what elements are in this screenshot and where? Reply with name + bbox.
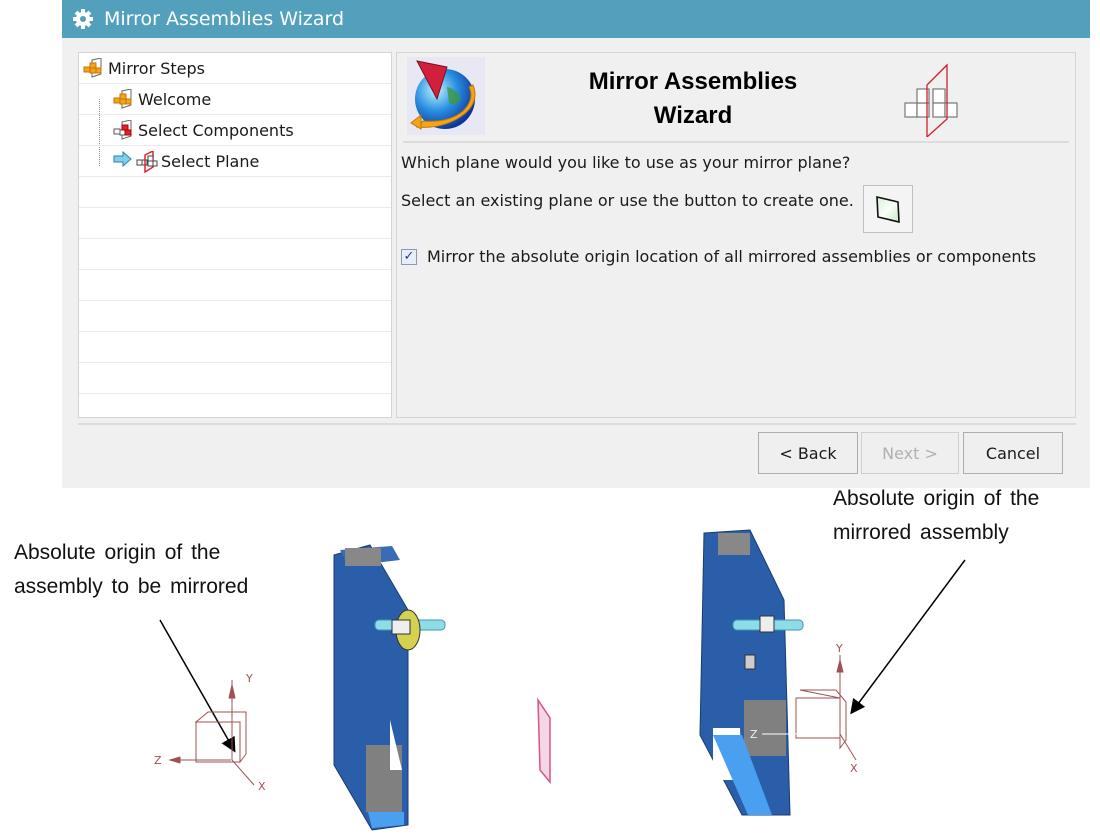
tree-item-select-plane[interactable]: Select Plane [79,146,391,177]
svg-text:Y: Y [835,642,843,655]
mirror-assembly-icon [113,89,135,109]
footer-divider [78,423,1076,425]
wizard-header-title: Mirror Assemblies Wizard [553,65,833,133]
wizard-main-panel: Mirror Assemblies Wizard Which plane wou… [396,52,1076,418]
tree-item-label: Select Components [138,120,294,140]
create-plane-button[interactable] [863,185,913,233]
tree-root-mirror-steps[interactable]: Mirror Steps [79,53,391,84]
tree-empty-row [79,363,391,394]
origin-triad-right [762,655,857,761]
tree-empty-row [79,332,391,363]
tree-connector [99,99,100,166]
dialog-title: Mirror Assemblies Wizard [104,8,345,30]
datum-plane-icon [873,194,903,224]
annotation-left-line2: assembly to be mirrored [14,575,249,598]
plane-question-text: Which plane would you like to use as you… [401,153,851,172]
mirror-illustration: Y Z X Y Z X [154,529,966,831]
tree-empty-row [79,208,391,239]
tree-empty-row [79,270,391,301]
annotation-arrow-left [159,619,236,753]
annotation-left: Absolute origin of the assembly to be mi… [14,536,248,604]
nx-globe-logo-icon [407,57,485,135]
header-title-line2: Wizard [653,102,733,129]
mirror-assemblies-wizard-dialog: Mirror Assemblies Wizard Mirror Steps We… [62,0,1090,488]
annotation-right-line1: Absolute origin of the [833,487,1040,510]
svg-text:Z: Z [750,728,758,741]
mirror-plane [537,697,551,785]
annotation-right: Absolute origin of the mirrored assembly [833,482,1039,550]
annotation-arrow-right [850,559,966,715]
annotation-left-line1: Absolute origin of the [14,541,221,564]
annotation-right-line2: mirrored assembly [833,521,1009,544]
plane-instruction-text: Select an existing plane or use the butt… [401,191,854,210]
title-bar: Mirror Assemblies Wizard [62,0,1090,38]
mirror-origin-checkbox-row[interactable]: ✓ Mirror the absolute origin location of… [401,247,1036,266]
tree-item-welcome[interactable]: Welcome [79,84,391,115]
mirror-origin-checkbox-label: Mirror the absolute origin location of a… [427,247,1037,266]
header-title-line1: Mirror Assemblies [588,68,798,95]
select-plane-icon [136,151,158,173]
current-step-arrow-icon [113,151,133,171]
tree-item-label: Welcome [138,89,212,109]
gear-icon [72,8,94,30]
tree-item-label: Select Plane [161,151,260,171]
tree-item-select-components[interactable]: Select Components [79,115,391,146]
assembly-mirrored [699,529,804,816]
assembly-original [333,544,446,831]
tree-root-label: Mirror Steps [108,58,205,78]
tree-empty-row [79,177,391,208]
origin-triad-left [168,680,255,786]
steps-tree: Mirror Steps Welcome Select Components S… [78,52,392,418]
tree-empty-row [79,239,391,270]
back-button[interactable]: < Back [758,432,858,474]
svg-text:X: X [850,762,858,775]
mirror-origin-checkbox[interactable]: ✓ [401,248,417,265]
cancel-button[interactable]: Cancel [963,432,1063,474]
mirror-assembly-icon [83,58,105,78]
svg-text:Z: Z [154,754,162,767]
tree-empty-row [79,301,391,332]
wizard-header: Mirror Assemblies Wizard [403,53,1069,143]
next-button[interactable]: Next > [861,432,959,474]
mirror-cubes-icon [901,61,981,137]
svg-text:Y: Y [245,672,253,685]
svg-text:X: X [258,780,266,793]
select-components-icon [113,120,135,140]
